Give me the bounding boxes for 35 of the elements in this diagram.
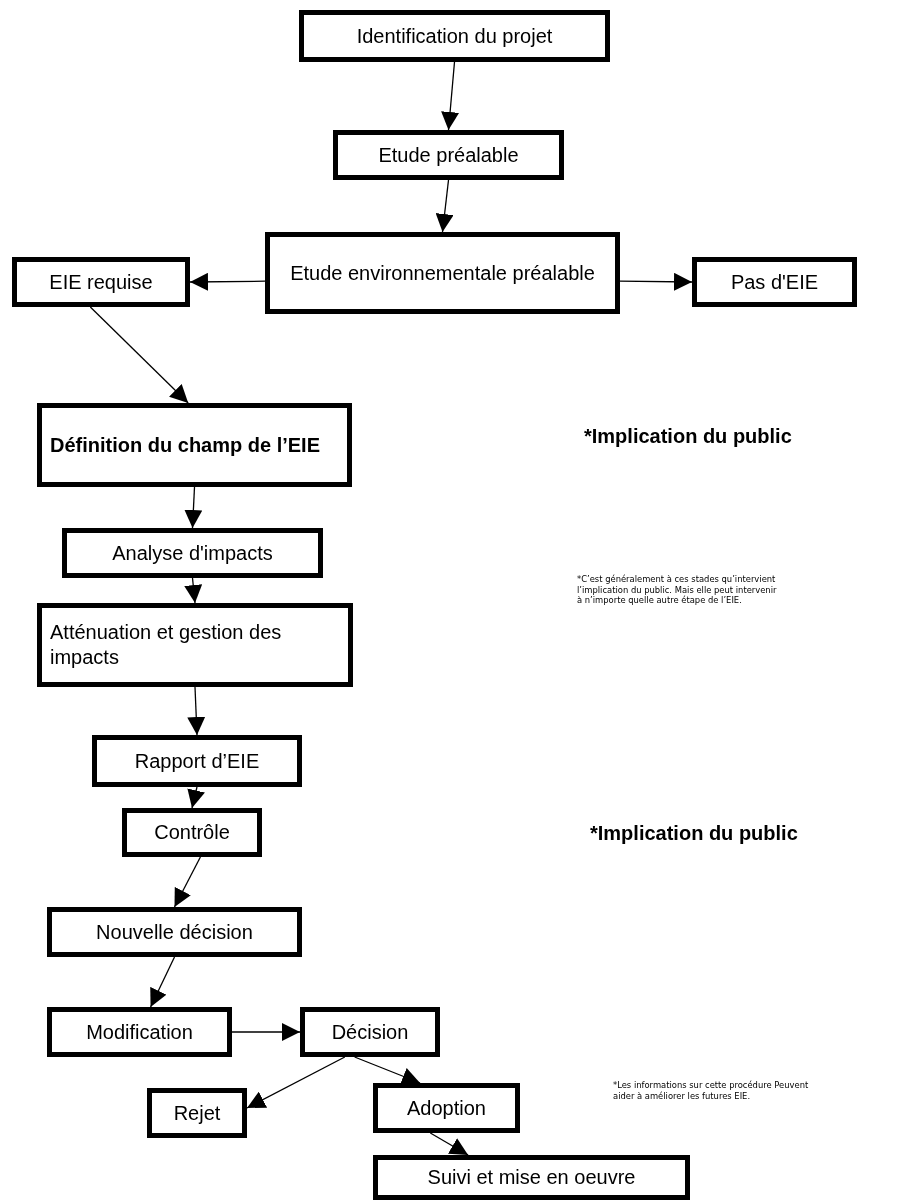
process-box: Identification du projet	[299, 10, 610, 62]
process-box: Suivi et mise en oeuvre	[373, 1155, 690, 1200]
process-box: Atténuation et gestion des impacts	[37, 603, 353, 687]
process-box: Rapport d’EIE	[92, 735, 302, 787]
arrow	[173, 856, 202, 908]
arrow	[429, 1132, 469, 1156]
arrow	[435, 179, 454, 233]
arrow	[246, 1056, 346, 1109]
arrow	[184, 486, 203, 529]
process-box: Rejet	[147, 1088, 247, 1138]
process-box: Décision	[300, 1007, 440, 1057]
process-box: Etude préalable	[333, 130, 564, 180]
footnote: *Les informations sur cette procédure Peuvent aider à améliorer les futures EIE.	[613, 1080, 810, 1101]
arrow	[89, 306, 189, 404]
process-box: Analyse d'impacts	[62, 528, 323, 578]
arrow	[187, 686, 206, 736]
heading-label: *Implication du public	[584, 425, 792, 448]
arrow	[353, 1056, 421, 1085]
process-box: Adoption	[373, 1083, 520, 1133]
process-box: Contrôle	[122, 808, 262, 857]
arrow	[231, 1023, 301, 1041]
heading-label: *Implication du public	[590, 822, 798, 845]
process-box: Etude environnementale préalable	[265, 232, 620, 314]
arrow	[189, 272, 266, 291]
arrow	[184, 577, 203, 604]
process-box: Modification	[47, 1007, 232, 1057]
process-box: Pas d'EIE	[692, 257, 857, 307]
footnote: *C’est généralement à ces stades qu’intervient l’implication du public. Mais elle peut intervenir à n’importe quelle autre étape de l’EIE.	[577, 574, 777, 606]
arrow	[187, 786, 205, 809]
arrow	[619, 272, 693, 291]
arrow	[441, 61, 460, 131]
process-box: Définition du champ de l’EIE	[37, 403, 352, 487]
arrow	[149, 956, 176, 1008]
process-box: Nouvelle décision	[47, 907, 302, 957]
process-box: EIE requise	[12, 257, 190, 307]
